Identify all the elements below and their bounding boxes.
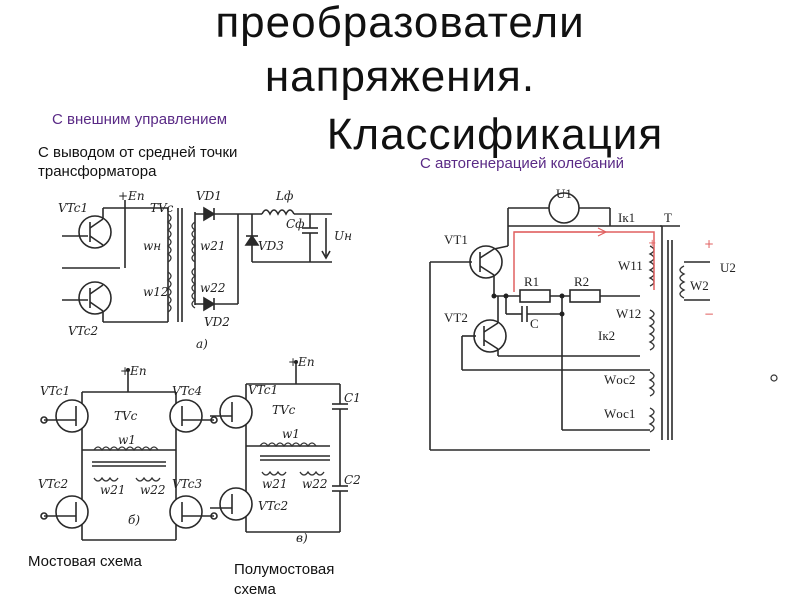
b-w21-label: w21: [100, 483, 126, 497]
b-tv-label: TVc: [114, 409, 138, 423]
slide-title-line-1: преобразователи: [215, 0, 585, 47]
d-u2-label: U2: [720, 260, 736, 275]
c-c1-label: C1: [344, 391, 361, 405]
c-tv-label: TVc: [272, 403, 296, 417]
a-vd3-label: VD3: [258, 239, 284, 253]
label-half-bridge-1: Полумостовая: [234, 561, 335, 578]
diagram-a: VTc1 VTc2 +Eп TVc wн w12 w21 w22 VD1 VD2…: [58, 189, 352, 351]
d-ik1-label: Iк1: [618, 210, 635, 225]
a-vd2-label: VD2: [204, 315, 230, 329]
diagram-c: +Eп VTc1 VTc2 TVc w1 w21 w22 C1 C2 в): [210, 355, 361, 545]
d-vt1-label: VT1: [444, 232, 468, 247]
a-en-label: +Eп: [118, 189, 145, 203]
label-center-tap-1: С выводом от средней точки: [38, 144, 238, 161]
d-woc2-label: Wос2: [604, 372, 635, 387]
b-vt4-label: VTc4: [172, 384, 202, 398]
label-self-oscillation: С автогенерацией колебаний: [420, 155, 624, 172]
label-half-bridge-2: схема: [234, 581, 276, 598]
diagram-d: + − + U1 Iк1 T VT1 VT2 R1 R2 C W11 W12 W…: [429, 186, 778, 451]
d-woc1-label: Wос1: [604, 406, 635, 421]
b-vt2-label: VTc2: [38, 477, 68, 491]
d-r2-label: R2: [574, 274, 589, 289]
a-vt2-label: VTc2: [68, 324, 98, 338]
a-wn-label: wн: [143, 239, 161, 253]
b-vt1-label: VTc1: [40, 384, 70, 398]
d-u1-label: U1: [556, 186, 572, 201]
a-cf-label: Cф: [286, 217, 305, 231]
b-caption: б): [128, 513, 140, 527]
c-vt1-label: VTc1: [248, 383, 278, 397]
b-vt3-label: VTc3: [172, 477, 202, 491]
svg-text:−: −: [704, 307, 714, 321]
label-external-control: С внешним управлением: [52, 111, 228, 128]
a-w12-label: w12: [143, 285, 169, 299]
c-w22-label: w22: [302, 477, 328, 491]
d-r1-label: R1: [524, 274, 539, 289]
a-vt1-label: VTc1: [58, 201, 88, 215]
slide-title-line-3: Классификация: [326, 110, 664, 159]
c-en-label: +Eп: [288, 355, 315, 369]
d-ik2-label: Iк2: [598, 328, 615, 343]
a-vd1-label: VD1: [196, 189, 222, 203]
b-en-label: +Eп: [120, 364, 147, 378]
a-caption: а): [196, 337, 208, 351]
d-t-label: T: [664, 210, 672, 225]
a-w22-label: w22: [200, 281, 226, 295]
a-lf-label: Lф: [275, 189, 293, 203]
c-w1-label: w1: [282, 427, 300, 441]
label-bridge: Мостовая схема: [28, 553, 142, 570]
d-w11-label: W11: [618, 258, 643, 273]
c-vt2-label: VTc2: [258, 499, 288, 513]
a-tv-label: TVc: [150, 201, 174, 215]
a-w21-label: w21: [200, 239, 226, 253]
c-w21-label: w21: [262, 477, 288, 491]
d-w2-label: W2: [690, 278, 709, 293]
diagram-b: +Eп VTc1 VTc4 VTc2 VTc3 TVc w1 w21 w22 б…: [38, 364, 218, 541]
svg-text:+: +: [704, 237, 714, 251]
c-caption: в): [296, 531, 308, 545]
b-w22-label: w22: [140, 483, 166, 497]
d-w12-label: W12: [616, 306, 641, 321]
c-c2-label: C2: [344, 473, 361, 487]
slide-title-line-2: напряжения.: [264, 52, 536, 101]
label-center-tap-2: трансформатора: [38, 163, 157, 180]
d-c-label: C: [530, 316, 539, 331]
a-un-label: Uн: [334, 229, 352, 243]
svg-text:+: +: [648, 238, 656, 249]
d-vt2-label: VT2: [444, 310, 468, 325]
b-w1-label: w1: [118, 433, 136, 447]
